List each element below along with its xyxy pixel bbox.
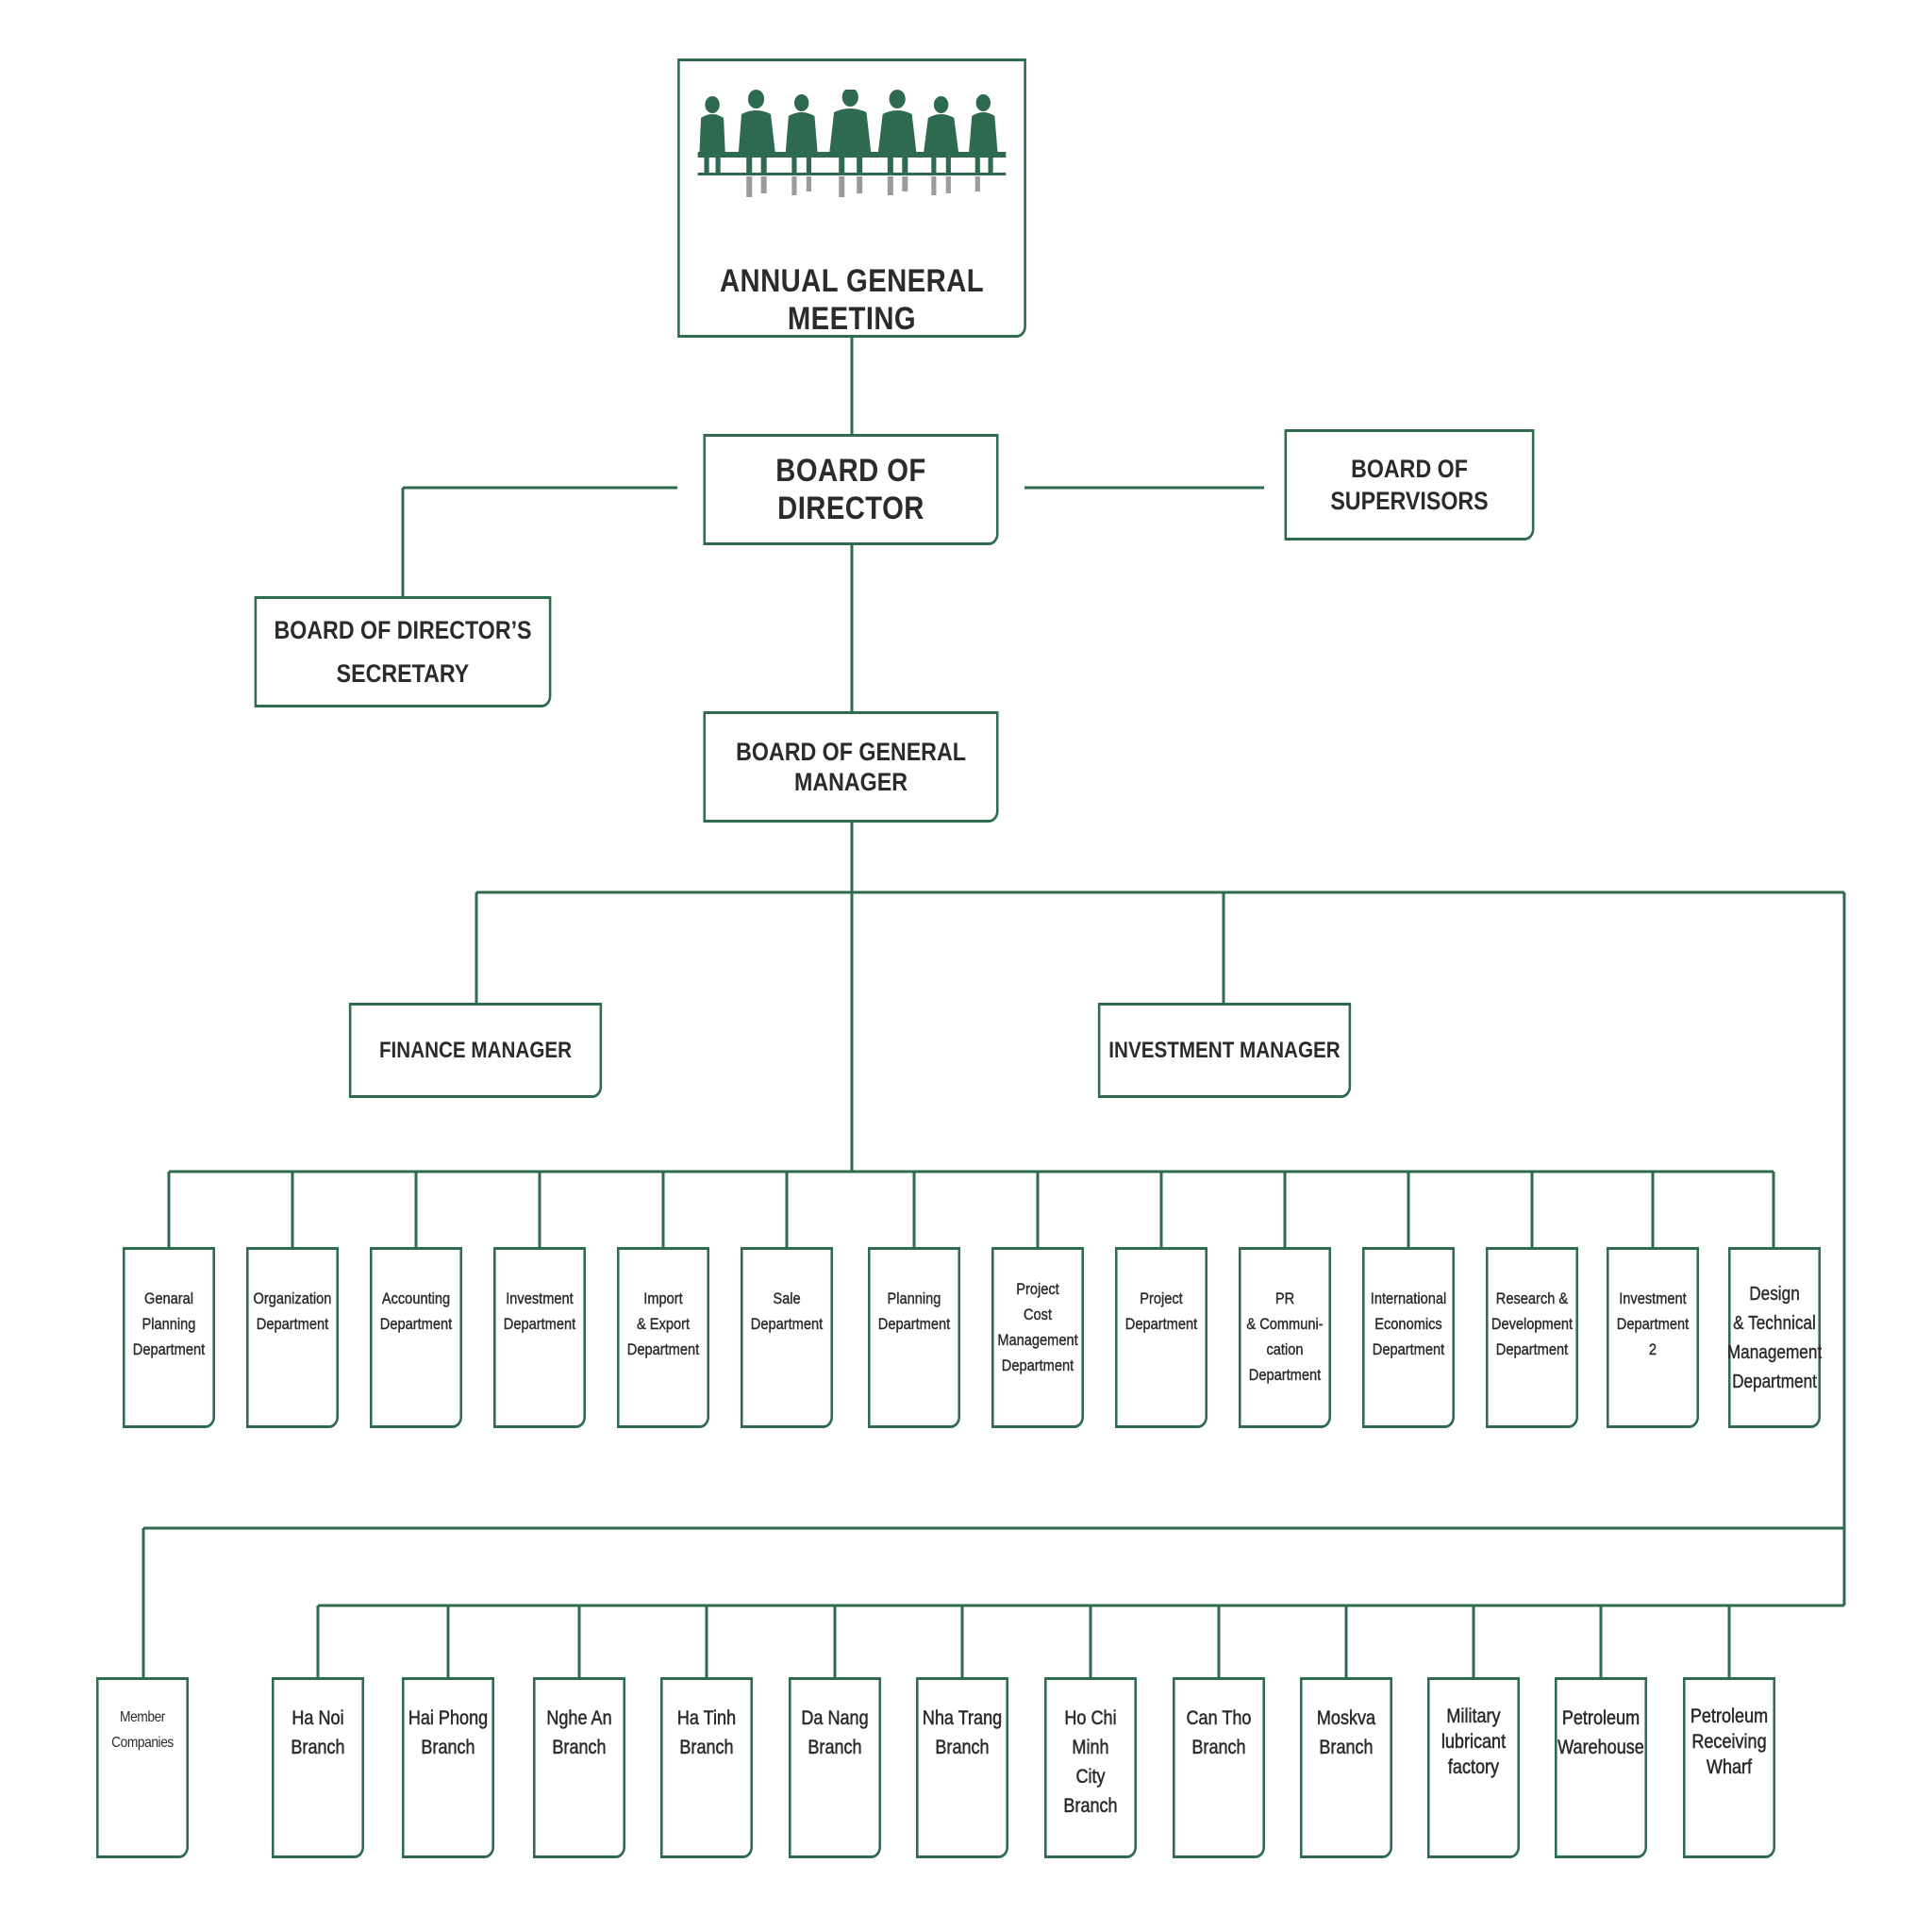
board-of-director-label: BOARD OF DIRECTOR <box>775 453 926 526</box>
board-of-general-manager-label: BOARD OF GENERAL MANAGER <box>736 738 966 796</box>
branch-moskva: Moskva Branch <box>1299 1677 1393 1858</box>
annual-general-meeting-label: ANNUAL GENERAL MEETING <box>719 263 985 337</box>
dept-planning: Planning Department <box>867 1247 961 1428</box>
meeting-silhouette-icon <box>697 88 1007 217</box>
branch-hai-phong: Hai Phong Branch <box>401 1677 495 1858</box>
dept-project: Project Department <box>1114 1247 1208 1428</box>
dept-organization: Organization Department <box>245 1247 340 1428</box>
dept-import-export: Import & Export Department <box>616 1247 710 1428</box>
board-of-supervisors-box: BOARD OF SUPERVISORS <box>1284 429 1535 541</box>
board-of-directors-secretary-box: BOARD OF DIRECTOR’S SECRETARY <box>254 596 552 707</box>
dept-investment: Investment Department <box>492 1247 587 1428</box>
branch-nghe-an: Nghe An Branch <box>532 1677 626 1858</box>
branch-can-tho: Can Tho Branch <box>1172 1677 1266 1858</box>
investment-manager-label: INVESTMENT MANAGER <box>1108 1037 1341 1063</box>
dept-accounting: Accounting Department <box>369 1247 463 1428</box>
dept-pr-communication: PR & Communi- cation Department <box>1238 1247 1332 1428</box>
dept-design-technical-management: Design & Technical Management Department <box>1727 1247 1822 1428</box>
board-of-directors-secretary-label: BOARD OF DIRECTOR’S SECRETARY <box>274 616 532 688</box>
dept-research-development: Research & Development Department <box>1485 1247 1579 1428</box>
branch-ho-chi-minh-city: Ho Chi Minh City Branch <box>1043 1677 1138 1858</box>
finance-manager-label: FINANCE MANAGER <box>378 1037 573 1063</box>
branch-ha-tinh: Ha Tinh Branch <box>659 1677 754 1858</box>
board-of-general-manager-box: BOARD OF GENERAL MANAGER <box>703 711 999 823</box>
board-of-director-box: BOARD OF DIRECTOR <box>703 434 999 545</box>
military-lubricant-factory: Military lubricant factory <box>1426 1677 1521 1858</box>
branch-da-nang: Da Nang Branch <box>788 1677 882 1858</box>
branch-ha-noi: Ha Noi Branch <box>271 1677 365 1858</box>
finance-manager-box: FINANCE MANAGER <box>348 1003 603 1098</box>
dept-project-cost-management: Project Cost Management Department <box>991 1247 1085 1428</box>
member-companies-box: Member Companies <box>95 1677 190 1858</box>
dept-general-planning: Genaral Planning Department <box>122 1247 216 1428</box>
petroleum-warehouse: Petroleum Warehouse <box>1554 1677 1648 1858</box>
dept-sale: Sale Department <box>740 1247 834 1428</box>
dept-investment-2: Investment Department 2 <box>1606 1247 1700 1428</box>
branch-nha-trang: Nha Trang Branch <box>915 1677 1009 1858</box>
investment-manager-box: INVESTMENT MANAGER <box>1097 1003 1352 1098</box>
annual-general-meeting-box: ANNUAL GENERAL MEETING <box>677 58 1026 338</box>
member-companies-label: Member Companies <box>111 1709 174 1751</box>
petroleum-receiving-wharf: Petroleum Receiving Wharf <box>1682 1677 1776 1858</box>
dept-international-economics: International Economics Department <box>1361 1247 1456 1428</box>
board-of-supervisors-label: BOARD OF SUPERVISORS <box>1330 455 1489 515</box>
